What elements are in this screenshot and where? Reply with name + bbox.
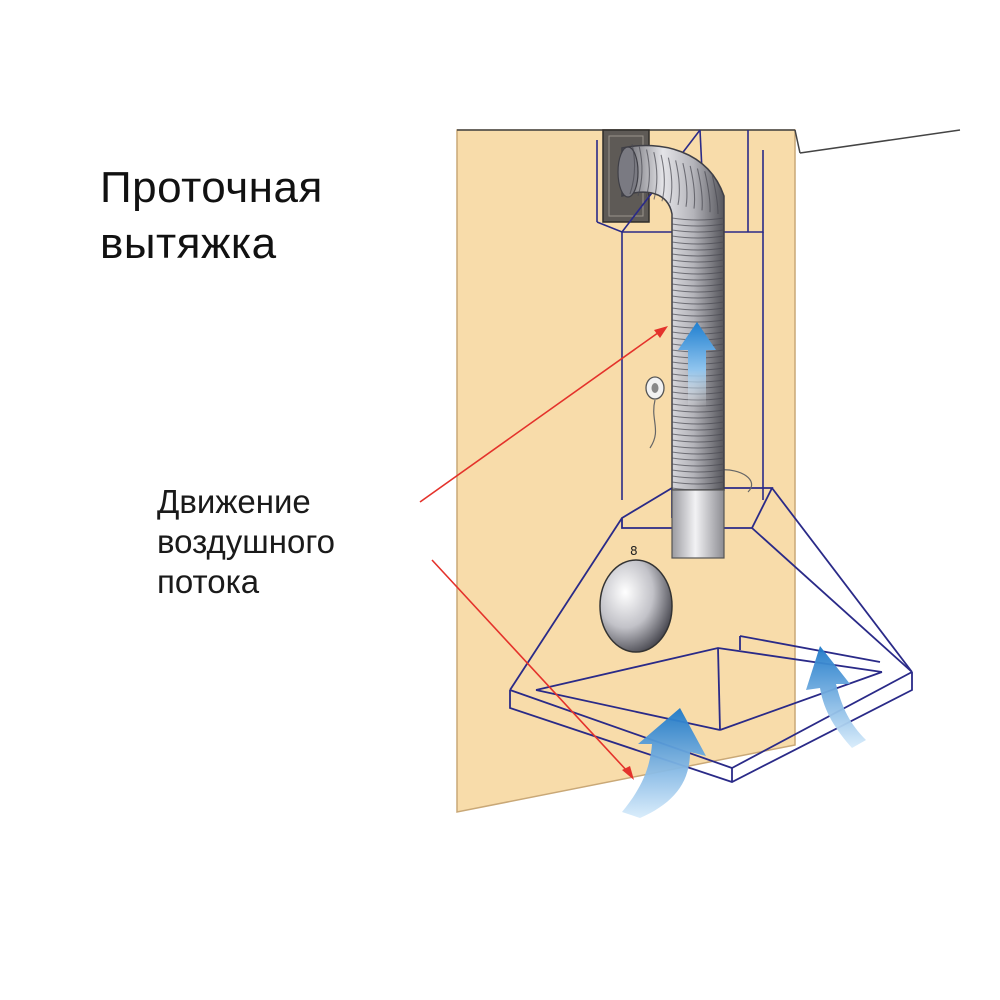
duct-rib	[671, 451, 725, 455]
duct-rib	[671, 235, 725, 239]
duct-rib	[671, 301, 725, 305]
airflow-label-line-2: воздушного	[157, 523, 336, 560]
duct-rib	[671, 475, 725, 479]
duct-bend-rib	[653, 152, 658, 200]
duct-bend-rib	[629, 143, 636, 195]
duct-rib	[671, 457, 725, 461]
page-title: Проточная вытяжка	[100, 160, 460, 272]
hood-body	[509, 487, 913, 783]
duct-rib	[671, 259, 725, 263]
duct-rib	[671, 283, 725, 287]
pointer-arrow-icon	[419, 326, 668, 780]
airflow-label: Движение воздушного потока	[157, 482, 457, 602]
duct-rib	[671, 469, 725, 473]
duct-rib	[671, 217, 725, 221]
duct-bend-rib	[711, 173, 719, 215]
duct-bend-rib	[704, 171, 711, 213]
duct-rib	[671, 295, 725, 299]
duct-rib	[671, 415, 725, 419]
duct-bend-rib	[675, 160, 680, 206]
duct-rib	[671, 265, 725, 269]
duct-rib	[671, 307, 725, 311]
duct-rib	[671, 319, 725, 323]
airflow-arrow-icon	[678, 322, 716, 408]
duct-bend-rib	[696, 168, 703, 211]
duct-rib	[671, 445, 725, 449]
duct-rib	[671, 481, 725, 485]
duct-rib	[671, 463, 725, 467]
duct-rib	[671, 229, 725, 233]
duct-rib	[671, 289, 725, 293]
duct-bend-rib	[689, 165, 696, 209]
duct-rib	[671, 223, 725, 227]
duct-rib	[671, 439, 725, 443]
round-vent-icon	[599, 559, 673, 653]
duct-rib	[671, 409, 725, 413]
duct-collar	[671, 489, 725, 559]
duct-bend-rib	[660, 154, 665, 202]
duct-rib	[671, 421, 725, 425]
duct-rib	[671, 313, 725, 317]
svg-text:8: 8	[630, 544, 638, 558]
duct-rib	[671, 253, 725, 257]
duct-rib	[671, 241, 725, 245]
duct-bend-rib	[682, 162, 688, 207]
duct-bend-rib	[645, 149, 650, 198]
intake-arrow-right	[806, 646, 866, 748]
title-line-1: Проточная	[100, 163, 323, 212]
duct-bend-rib	[637, 146, 643, 196]
duct-rib	[671, 247, 725, 251]
duct-rib	[671, 433, 725, 437]
duct-rib	[671, 271, 725, 275]
airflow-label-line-1: Движение	[157, 483, 311, 520]
duct-rib	[671, 427, 725, 431]
duct-rib	[671, 277, 725, 281]
title-line-2: вытяжка	[100, 219, 277, 268]
intake-arrow-left	[622, 708, 706, 818]
airflow-label-line-3: потока	[157, 563, 260, 600]
wall-socket-icon	[645, 376, 665, 449]
duct-bend-rib	[667, 157, 673, 204]
